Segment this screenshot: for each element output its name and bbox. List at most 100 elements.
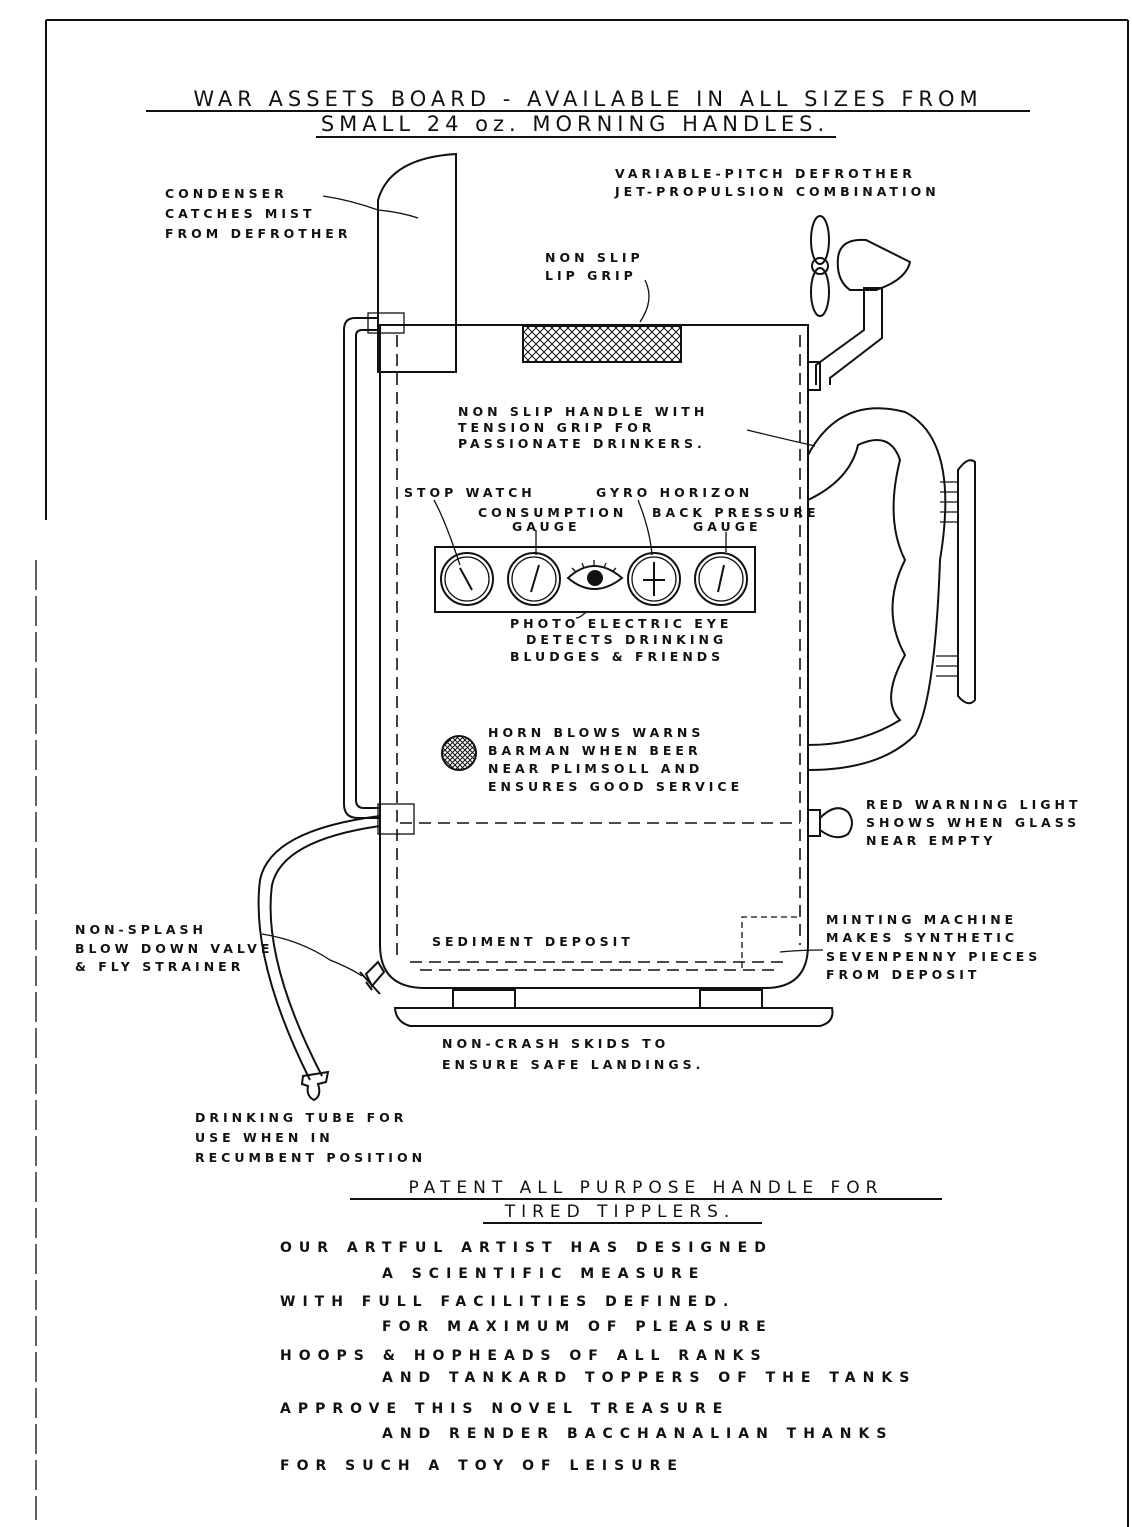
poem-line: AND RENDER BACCHANALIAN THANKS bbox=[382, 1426, 893, 1442]
back-pressure-gauge bbox=[694, 552, 748, 606]
svg-text:TENSION GRIP FOR: TENSION GRIP FOR bbox=[458, 420, 655, 435]
label-skids: NON-CRASH SKIDS TO ENSURE SAFE LANDINGS. bbox=[442, 1036, 704, 1072]
defrother-nozzle bbox=[836, 238, 912, 291]
propeller-blade-bottom bbox=[810, 267, 830, 317]
handle-inner bbox=[807, 439, 907, 746]
label-warning-light: RED WARNING LIGHT SHOWS WHEN GLASS NEAR … bbox=[866, 797, 1081, 848]
svg-text:JET-PROPULSION COMBINATION: JET-PROPULSION COMBINATION bbox=[614, 184, 940, 199]
svg-text:BACK PRESSURE: BACK PRESSURE bbox=[652, 505, 820, 520]
svg-text:BLOW DOWN VALVE: BLOW DOWN VALVE bbox=[75, 941, 273, 956]
handle-grip-pad bbox=[957, 459, 976, 705]
warning-light-bulb bbox=[819, 807, 853, 839]
drinking-tube-inner bbox=[269, 825, 381, 1077]
leader-lines bbox=[261, 195, 824, 977]
title-line-1: WAR ASSETS BOARD - AVAILABLE IN ALL SIZE… bbox=[193, 87, 982, 111]
svg-text:VARIABLE-PITCH DEFROTHER: VARIABLE-PITCH DEFROTHER bbox=[615, 166, 916, 181]
svg-text:NON SLIP HANDLE WITH: NON SLIP HANDLE WITH bbox=[458, 404, 708, 419]
minting-machine bbox=[741, 916, 798, 968]
poem-line: FOR SUCH A TOY OF LEISURE bbox=[280, 1458, 684, 1474]
poem-line: HOOPS & HOPHEADS OF ALL RANKS bbox=[280, 1348, 768, 1364]
svg-text:SEVENPENNY PIECES: SEVENPENNY PIECES bbox=[826, 949, 1041, 964]
svg-text:FROM DEFROTHER: FROM DEFROTHER bbox=[165, 226, 351, 241]
title-line-2: SMALL 24 oz. MORNING HANDLES. bbox=[321, 112, 829, 136]
warning-light-mount bbox=[807, 809, 821, 837]
svg-text:BLUDGES & FRIENDS: BLUDGES & FRIENDS bbox=[510, 649, 724, 664]
label-horn: HORN BLOWS WARNS BARMAN WHEN BEER NEAR P… bbox=[488, 725, 743, 794]
skid-left bbox=[452, 989, 516, 1009]
consumption-gauge bbox=[507, 552, 561, 606]
svg-text:MAKES SYNTHETIC: MAKES SYNTHETIC bbox=[826, 930, 1018, 945]
label-gyro-horizon: GYRO HORIZON bbox=[596, 485, 753, 500]
svg-text:FROM DEPOSIT: FROM DEPOSIT bbox=[826, 967, 980, 982]
pipe-coupling-bottom bbox=[377, 803, 415, 835]
condenser bbox=[377, 152, 457, 373]
svg-text:BARMAN WHEN BEER: BARMAN WHEN BEER bbox=[488, 743, 702, 758]
svg-text:USE WHEN IN: USE WHEN IN bbox=[195, 1130, 334, 1145]
label-valve: NON-SPLASH BLOW DOWN VALVE & FLY STRAINE… bbox=[75, 922, 273, 974]
svg-text:DRINKING TUBE FOR: DRINKING TUBE FOR bbox=[195, 1110, 407, 1125]
sheet-border bbox=[35, 19, 1129, 1527]
label-sediment: SEDIMENT DEPOSIT bbox=[432, 934, 634, 949]
svg-text:PHOTO ELECTRIC EYE: PHOTO ELECTRIC EYE bbox=[510, 616, 732, 631]
propeller-hub bbox=[811, 257, 829, 275]
label-minting: MINTING MACHINE MAKES SYNTHETIC SEVENPEN… bbox=[826, 912, 1041, 982]
defrother-mount bbox=[807, 361, 821, 391]
poem-line: FOR MAXIMUM OF PLEASURE bbox=[382, 1319, 773, 1335]
svg-text:NEAR PLIMSOLL AND: NEAR PLIMSOLL AND bbox=[488, 761, 703, 776]
svg-text:RECUMBENT POSITION: RECUMBENT POSITION bbox=[195, 1150, 426, 1165]
label-lip-grip: NON SLIP LIP GRIP bbox=[545, 250, 644, 283]
blowdown-valve bbox=[359, 960, 386, 995]
svg-text:SHOWS WHEN GLASS: SHOWS WHEN GLASS bbox=[866, 815, 1080, 830]
svg-text:ENSURES GOOD SERVICE: ENSURES GOOD SERVICE bbox=[488, 779, 743, 794]
svg-text:CONSUMPTION: CONSUMPTION bbox=[478, 505, 627, 520]
svg-text:NON SLIP: NON SLIP bbox=[545, 250, 644, 265]
svg-text:CONDENSER: CONDENSER bbox=[165, 186, 288, 201]
label-consumption-gauge: CONSUMPTION GAUGE bbox=[478, 505, 627, 534]
label-photo-eye: PHOTO ELECTRIC EYE DETECTS DRINKING BLUD… bbox=[510, 616, 732, 664]
svg-text:DETECTS DRINKING: DETECTS DRINKING bbox=[526, 632, 727, 647]
horn bbox=[441, 735, 477, 771]
svg-text:& FLY STRAINER: & FLY STRAINER bbox=[75, 959, 244, 974]
svg-text:PASSIONATE DRINKERS.: PASSIONATE DRINKERS. bbox=[458, 436, 706, 451]
poem: OUR ARTFUL ARTIST HAS DESIGNED A SCIENTI… bbox=[280, 1240, 916, 1474]
label-condenser: CONDENSER CATCHES MIST FROM DEFROTHER bbox=[165, 186, 351, 241]
tankard-body bbox=[379, 324, 809, 989]
tankard-drawing bbox=[257, 152, 976, 1102]
skid-right bbox=[699, 989, 763, 1009]
side-pipe-outer bbox=[343, 317, 380, 819]
svg-text:GAUGE: GAUGE bbox=[512, 519, 581, 534]
handle-tension-springs bbox=[936, 481, 958, 677]
pipe-coupling-top bbox=[367, 312, 405, 334]
svg-text:ENSURE SAFE LANDINGS.: ENSURE SAFE LANDINGS. bbox=[442, 1057, 704, 1072]
patent-line-2: TIRED TIPPLERS. bbox=[504, 1202, 736, 1222]
svg-text:MINTING MACHINE: MINTING MACHINE bbox=[826, 912, 1017, 927]
side-pipe-inner bbox=[355, 329, 380, 809]
propeller-blade-top bbox=[810, 215, 830, 265]
stop-watch-gauge bbox=[440, 552, 494, 606]
gyro-horizon-gauge bbox=[627, 552, 681, 606]
svg-text:NON-CRASH SKIDS TO: NON-CRASH SKIDS TO bbox=[442, 1036, 669, 1051]
svg-text:RED WARNING LIGHT: RED WARNING LIGHT bbox=[866, 797, 1081, 812]
drinking-tube-outer bbox=[257, 815, 381, 1081]
poem-line: A SCIENTIFIC MEASURE bbox=[382, 1266, 705, 1282]
label-tube: DRINKING TUBE FOR USE WHEN IN RECUMBENT … bbox=[195, 1110, 426, 1165]
label-back-pressure-gauge: BACK PRESSURE GAUGE bbox=[652, 505, 820, 534]
svg-text:CATCHES MIST: CATCHES MIST bbox=[165, 206, 316, 221]
patent-line-1: PATENT ALL PURPOSE HANDLE FOR bbox=[409, 1178, 884, 1198]
defrother-arm bbox=[815, 287, 883, 385]
poem-line: WITH FULL FACILITIES DEFINED. bbox=[280, 1294, 735, 1310]
svg-text:LIP GRIP: LIP GRIP bbox=[545, 268, 637, 283]
tube-mouthpiece bbox=[300, 1070, 330, 1102]
label-handle: NON SLIP HANDLE WITH TENSION GRIP FOR PA… bbox=[458, 404, 708, 451]
poem-line: OUR ARTFUL ARTIST HAS DESIGNED bbox=[280, 1240, 773, 1256]
lip-grip bbox=[522, 325, 682, 363]
poem-line: AND TANKARD TOPPERS OF THE TANKS bbox=[382, 1370, 916, 1386]
svg-text:NON-SPLASH: NON-SPLASH bbox=[75, 922, 207, 937]
handle-outer bbox=[807, 407, 947, 771]
svg-text:HORN BLOWS WARNS: HORN BLOWS WARNS bbox=[488, 725, 704, 740]
label-defrother: VARIABLE-PITCH DEFROTHER JET-PROPULSION … bbox=[614, 166, 940, 199]
gauge-panel bbox=[434, 546, 756, 613]
poem-line: APPROVE THIS NOVEL TREASURE bbox=[280, 1401, 729, 1417]
svg-text:NEAR EMPTY: NEAR EMPTY bbox=[866, 833, 996, 848]
label-stop-watch: STOP WATCH bbox=[404, 485, 536, 500]
